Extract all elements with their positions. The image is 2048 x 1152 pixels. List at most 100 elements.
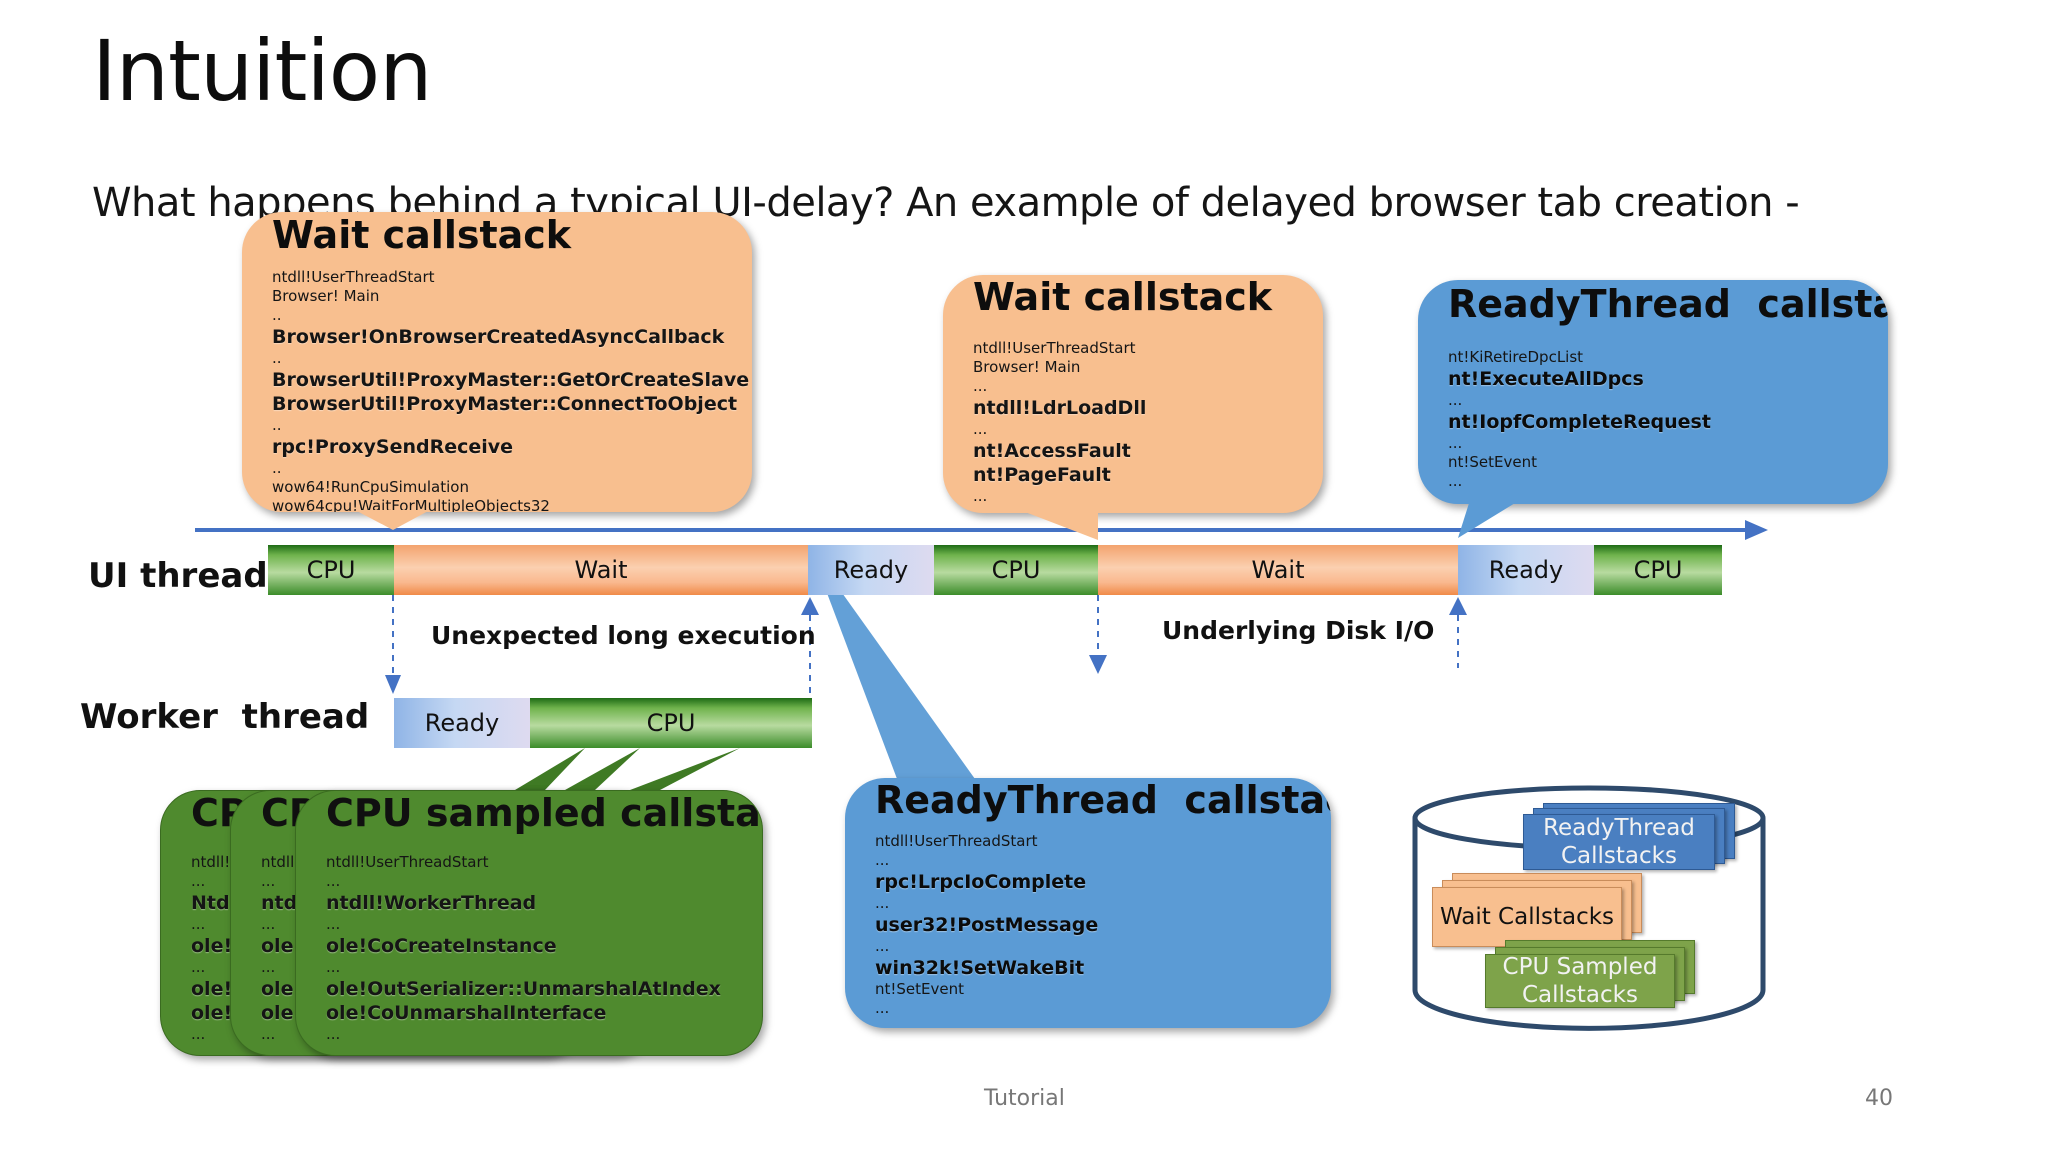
callstack-frame: nt!AccessFault: [973, 440, 1131, 462]
callstack-frame: ..: [272, 306, 282, 324]
callstack-frame: ole!: [191, 978, 233, 1000]
slide-title: Intuition: [92, 22, 432, 120]
callstack-frame: ntdll: [261, 853, 295, 871]
callstack-frame: ole!CoUnmarshalInterface: [326, 1002, 607, 1024]
callstack-frame: ntdll!UserThreadStart: [326, 853, 489, 871]
cpu-callstacks-card: CPU Sampled Callstacks: [1485, 954, 1675, 1008]
bubble-title: ReadyThread callstack: [1448, 282, 1888, 326]
callstack-frame: ...: [261, 872, 276, 890]
readythread-callstack-bubble-1: ReadyThread callstack nt!KiRetireDpcList…: [1418, 280, 1888, 504]
ready-callstacks-card: ReadyThread Callstacks: [1523, 814, 1715, 870]
callstack-frame: ntdll!UserThreadStart: [973, 339, 1136, 357]
callstack-frame: nt!SetEvent: [1448, 453, 1538, 471]
callstack-frame: Browser!OnBrowserCreatedAsyncCallback: [272, 326, 725, 348]
caption-disk-io: Underlying Disk I/O: [1162, 616, 1435, 645]
callstack-frame: ole!: [261, 935, 303, 957]
callstack-frame: ntdll!WorkerThread: [326, 892, 537, 914]
ui-seg-wait-1: Wait: [394, 545, 808, 595]
callstack-frame: ...: [1448, 434, 1463, 452]
callstack-lines: ntdll!UserThreadStart...rpc!LrpcIoComple…: [875, 832, 1098, 1018]
cpu-callstack-bubble: CPU sampled callstack ntdll!UserThreadSt…: [295, 790, 763, 1056]
callstack-frame: ole!CoCreateInstance: [326, 935, 557, 957]
callstack-frame: ...: [191, 915, 206, 933]
callstack-frame: ole!: [191, 1002, 233, 1024]
callstack-frame: ...: [261, 915, 276, 933]
ui-seg-cpu-1: CPU: [268, 545, 394, 595]
callstack-frame: ole!: [261, 1002, 303, 1024]
bubble-title: CPU sampled callstack: [326, 791, 763, 835]
callstack-frame: nt!IopfCompleteRequest: [1448, 411, 1711, 433]
callstack-frame: ntd: [261, 892, 298, 914]
callstack-lines: ntdll!...Ntdl...ole!...ole!ole!...: [191, 853, 236, 1044]
callstack-frame: BrowserUtil!ProxyMaster::GetOrCreateSlav…: [272, 369, 750, 391]
worker-seg-cpu: CPU: [530, 698, 812, 748]
callstack-frame: ole!: [261, 978, 303, 1000]
bubble-title: ReadyThread callstack: [875, 778, 1331, 822]
callstack-frame: ..: [272, 459, 282, 477]
callstack-frame: ntdll!LdrLoadDll: [973, 397, 1147, 419]
ui-seg-cpu-2: CPU: [934, 545, 1098, 595]
ui-seg-ready-2: Ready: [1458, 545, 1594, 595]
callstack-frame: ...: [1448, 391, 1463, 409]
timeline-arrow-head: [1745, 520, 1768, 540]
callstack-frame: nt!ExecuteAllDpcs: [1448, 368, 1644, 390]
ui-seg-cpu-3: CPU: [1594, 545, 1722, 595]
ui-thread-label: UI thread: [88, 556, 268, 596]
page-number: 40: [1865, 1086, 1893, 1111]
callstack-frame: ...: [261, 958, 276, 976]
callstack-frame: ...: [191, 1025, 206, 1043]
wait-callstacks-card: Wait Callstacks: [1432, 887, 1622, 947]
callstack-frame: nt!PageFault: [973, 464, 1111, 486]
callstack-frame: ...: [326, 872, 341, 890]
callstack-frame: win32k!SetWakeBit: [875, 957, 1085, 979]
callstack-frame: ...: [875, 937, 890, 955]
callstack-frame: ...: [973, 420, 988, 438]
worker-seg-ready: Ready: [394, 698, 530, 748]
callstack-lines: ntdll!UserThreadStart...ntdll!WorkerThre…: [326, 853, 721, 1044]
callstack-frame: ..: [272, 349, 282, 367]
bubble-title: Wait callstack: [272, 213, 572, 257]
bubble-title: Wait callstack: [973, 275, 1273, 319]
callstack-frame: rpc!ProxySendReceive: [272, 436, 514, 458]
callstack-frame: ...: [1448, 472, 1463, 490]
worker-thread-label: Worker thread: [80, 697, 370, 737]
cpu-connector-1: [515, 748, 585, 790]
callstack-frame: ...: [875, 851, 890, 869]
ui-seg-wait-2: Wait: [1098, 545, 1458, 595]
footer-label: Tutorial: [984, 1086, 1065, 1111]
callstack-frame: ntdll!UserThreadStart: [272, 268, 435, 286]
callstack-frame: ole!: [191, 935, 233, 957]
callstack-frame: wow64!RunCpuSimulation: [272, 478, 469, 496]
callstack-frame: ...: [326, 915, 341, 933]
callstack-frame: Ntdl: [191, 892, 237, 914]
callstack-frame: Browser! Main: [272, 287, 380, 305]
callstack-frame: ntdll!UserThreadStart: [875, 832, 1038, 850]
ready-connector: [810, 548, 990, 800]
callstack-frame: ntdll!: [191, 853, 231, 871]
callstack-frame: ...: [261, 1025, 276, 1043]
callstack-frame: BrowserUtil!ProxyMaster::ConnectToObject: [272, 393, 738, 415]
callstack-frame: nt!KiRetireDpcList: [1448, 348, 1584, 366]
ui-seg-ready-1: Ready: [808, 545, 934, 595]
readythread-callstack-bubble-2: ReadyThread callstack ntdll!UserThreadSt…: [845, 778, 1331, 1028]
callstack-frame: nt!SetEvent: [875, 980, 965, 998]
callstack-frame: ...: [875, 894, 890, 912]
cpu-connector-3: [630, 748, 740, 790]
callstack-lines: ntdll...ntd...ole!...ole!ole!...: [261, 853, 302, 1044]
callstack-frame: wow64cpu!WaitForMultipleObjects32: [272, 497, 550, 512]
callstack-frame: ...: [326, 958, 341, 976]
callstack-frame: ..: [272, 416, 282, 434]
cpu-connector-2: [565, 748, 640, 790]
callstack-frame: ...: [191, 872, 206, 890]
callstack-frame: ...: [973, 377, 988, 395]
callstack-frame: ...: [875, 999, 890, 1017]
callstack-frame: ole!OutSerializer::UnmarshalAtIndex: [326, 978, 721, 1000]
